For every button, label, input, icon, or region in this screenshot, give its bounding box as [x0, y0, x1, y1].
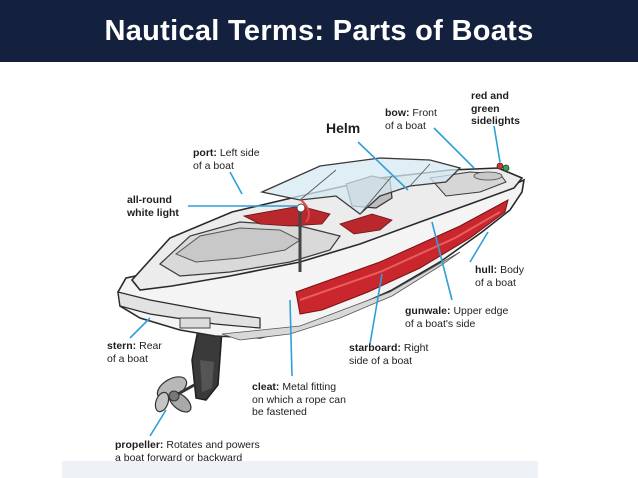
sidelights-line-3: sidelights	[471, 115, 521, 127]
sidelight-green	[502, 164, 510, 172]
allround-line-1: all-round	[127, 194, 172, 206]
leader-lines	[129, 125, 501, 437]
starboard-term: starboard:	[349, 342, 401, 354]
cleat-desc-3: be fastened	[252, 406, 307, 418]
label-gunwale: gunwale: Upper edge of a boat's side	[405, 305, 508, 330]
port-desc-2: of a boat	[193, 159, 234, 172]
label-bow: bow: Front of a boat	[385, 107, 437, 132]
port-desc-1: Left side	[219, 147, 260, 159]
port-term: port:	[193, 147, 217, 159]
sidelights-line-1: red and	[471, 90, 509, 102]
title-bar: Nautical Terms: Parts of Boats	[0, 0, 638, 62]
propeller-desc-2: a boat forward or backward	[115, 451, 243, 464]
cleat-desc-1: Metal fitting	[282, 381, 337, 393]
label-stern: stern: Rear of a boat	[107, 340, 162, 365]
windshield	[259, 157, 462, 215]
bow-desc-1: Front	[412, 107, 437, 119]
gunwale-desc-2: of a boat's side	[405, 317, 476, 330]
hull-desc-2: of a boat	[475, 276, 516, 289]
label-helm: Helm	[326, 120, 361, 136]
page-title: Nautical Terms: Parts of Boats	[104, 15, 534, 47]
sidelight-red	[496, 162, 504, 170]
stern-desc-1: Rear	[139, 340, 162, 352]
gunwale-desc-1: Upper edge	[453, 305, 509, 317]
label-sidelights: red and green sidelights	[471, 90, 520, 128]
hull-desc-1: Body	[500, 264, 525, 276]
starboard-desc-1: Right	[403, 342, 429, 354]
label-propeller: propeller: Rotates and powers a boat for…	[115, 439, 260, 464]
outboard-drive	[191, 329, 223, 401]
cleat-desc-2: on which a rope can	[252, 393, 346, 406]
boat-deck	[130, 167, 524, 291]
label-cleat: cleat: Metal fitting on which a rope can…	[252, 381, 346, 419]
propeller-desc-1: Rotates and powers	[166, 439, 260, 451]
bow-desc-2: of a boat	[385, 119, 426, 132]
label-port: port: Left side of a boat	[193, 147, 260, 172]
propeller-shape	[154, 376, 197, 413]
label-all-round-light: all-round white light	[127, 194, 179, 219]
all-round-light	[296, 199, 311, 272]
label-starboard: starboard: Right side of a boat	[349, 342, 428, 367]
propeller-term: propeller:	[115, 439, 164, 451]
cleat-term: cleat:	[252, 381, 280, 393]
bow-term: bow:	[385, 107, 410, 119]
boat-diagram	[117, 125, 526, 437]
footer-band	[62, 461, 538, 478]
stern-term: stern:	[107, 340, 137, 352]
stern-desc-2: of a boat	[107, 352, 148, 365]
sidelights-line-2: green	[471, 102, 500, 115]
starboard-desc-2: side of a boat	[349, 354, 413, 367]
gunwale-term: gunwale:	[405, 305, 451, 317]
hull-term: hull:	[475, 264, 498, 276]
allround-line-2: white light	[127, 206, 179, 219]
label-hull: hull: Body of a boat	[475, 264, 524, 289]
